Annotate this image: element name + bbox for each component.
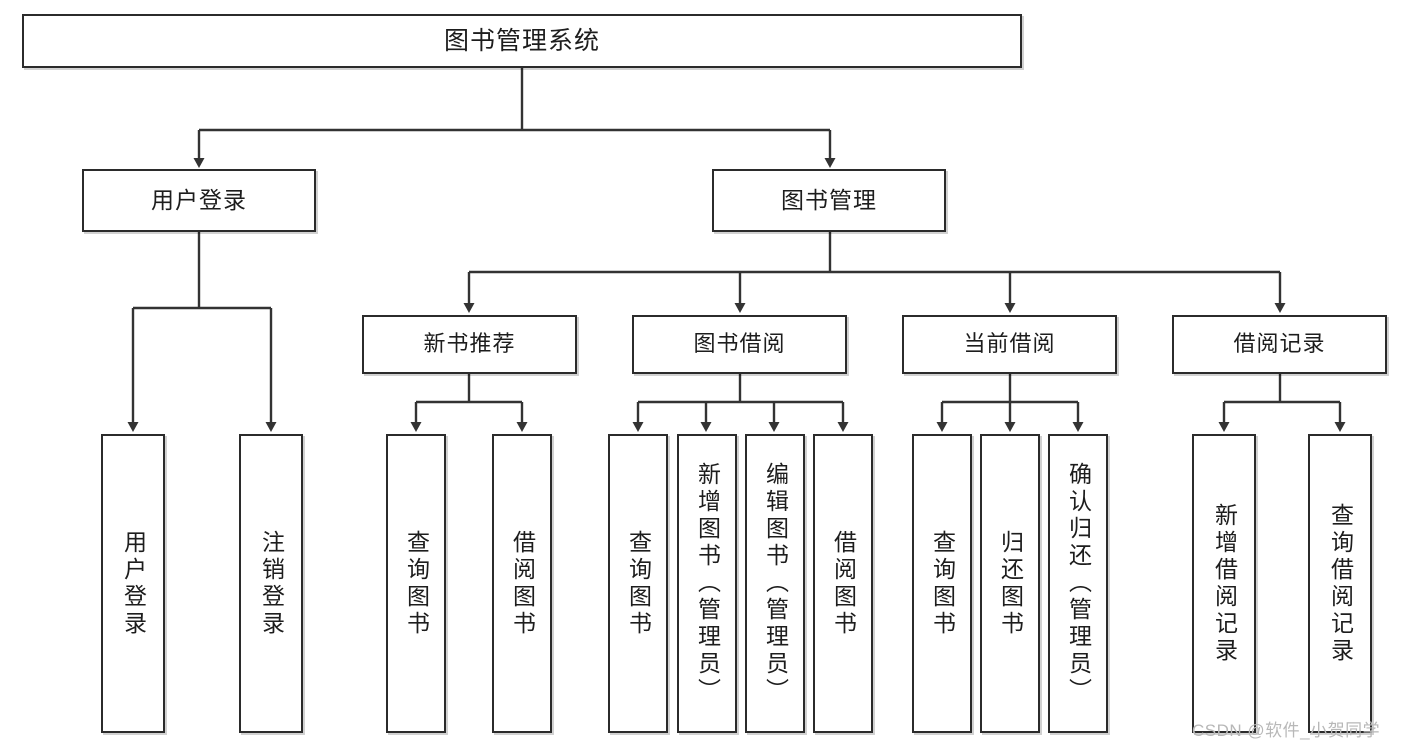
node-label: 用户登录 xyxy=(120,529,147,638)
node-leaf-borrow-book-1[interactable]: 借阅图书 xyxy=(492,434,552,733)
node-borrow-record[interactable]: 借阅记录 xyxy=(1172,315,1387,374)
node-leaf-confirm-return[interactable]: 确认归还（管理员） xyxy=(1048,434,1108,733)
node-label: 用户登录 xyxy=(151,186,247,213)
node-label: 查询图书 xyxy=(625,529,652,638)
node-label: 注销登录 xyxy=(258,529,285,638)
node-book-management-system[interactable]: 图书管理系统 xyxy=(22,14,1022,68)
node-label: 新增图书（管理员） xyxy=(694,462,721,705)
node-label: 图书管理系统 xyxy=(443,27,600,55)
node-leaf-query-book-1[interactable]: 查询图书 xyxy=(386,434,446,733)
node-current-borrow[interactable]: 当前借阅 xyxy=(902,315,1117,374)
node-leaf-borrow-book-2[interactable]: 借阅图书 xyxy=(813,434,873,733)
node-label: 归还图书 xyxy=(997,529,1024,638)
node-label: 编辑图书（管理员） xyxy=(762,462,789,705)
node-label: 查询借阅记录 xyxy=(1327,502,1354,665)
node-user-login[interactable]: 用户登录 xyxy=(82,169,316,232)
node-leaf-query-record[interactable]: 查询借阅记录 xyxy=(1308,434,1372,733)
node-label: 图书借阅 xyxy=(693,331,786,357)
node-leaf-return-book[interactable]: 归还图书 xyxy=(980,434,1040,733)
node-label: 确认归还（管理员） xyxy=(1065,462,1092,705)
node-label: 新增借阅记录 xyxy=(1211,502,1238,665)
node-book-borrow[interactable]: 图书借阅 xyxy=(632,315,847,374)
node-label: 借阅图书 xyxy=(830,529,857,638)
node-leaf-edit-book[interactable]: 编辑图书（管理员） xyxy=(745,434,805,733)
node-leaf-logout-login[interactable]: 注销登录 xyxy=(239,434,303,733)
csdn-watermark: CSDN @软件_小贺同学 xyxy=(1192,721,1381,740)
node-leaf-add-book[interactable]: 新增图书（管理员） xyxy=(677,434,737,733)
node-leaf-user-login[interactable]: 用户登录 xyxy=(101,434,165,733)
node-leaf-query-book-2[interactable]: 查询图书 xyxy=(608,434,668,733)
node-label: 图书管理 xyxy=(781,186,877,213)
node-leaf-add-record[interactable]: 新增借阅记录 xyxy=(1192,434,1256,733)
node-label: 当前借阅 xyxy=(963,331,1056,357)
node-label: 借阅记录 xyxy=(1233,331,1326,357)
node-new-book-recommend[interactable]: 新书推荐 xyxy=(362,315,577,374)
node-leaf-query-book-3[interactable]: 查询图书 xyxy=(912,434,972,733)
node-book-management[interactable]: 图书管理 xyxy=(712,169,946,232)
node-label: 借阅图书 xyxy=(509,529,536,638)
node-label: 查询图书 xyxy=(403,529,430,638)
node-label: 查询图书 xyxy=(929,529,956,638)
node-label: 新书推荐 xyxy=(423,331,516,357)
